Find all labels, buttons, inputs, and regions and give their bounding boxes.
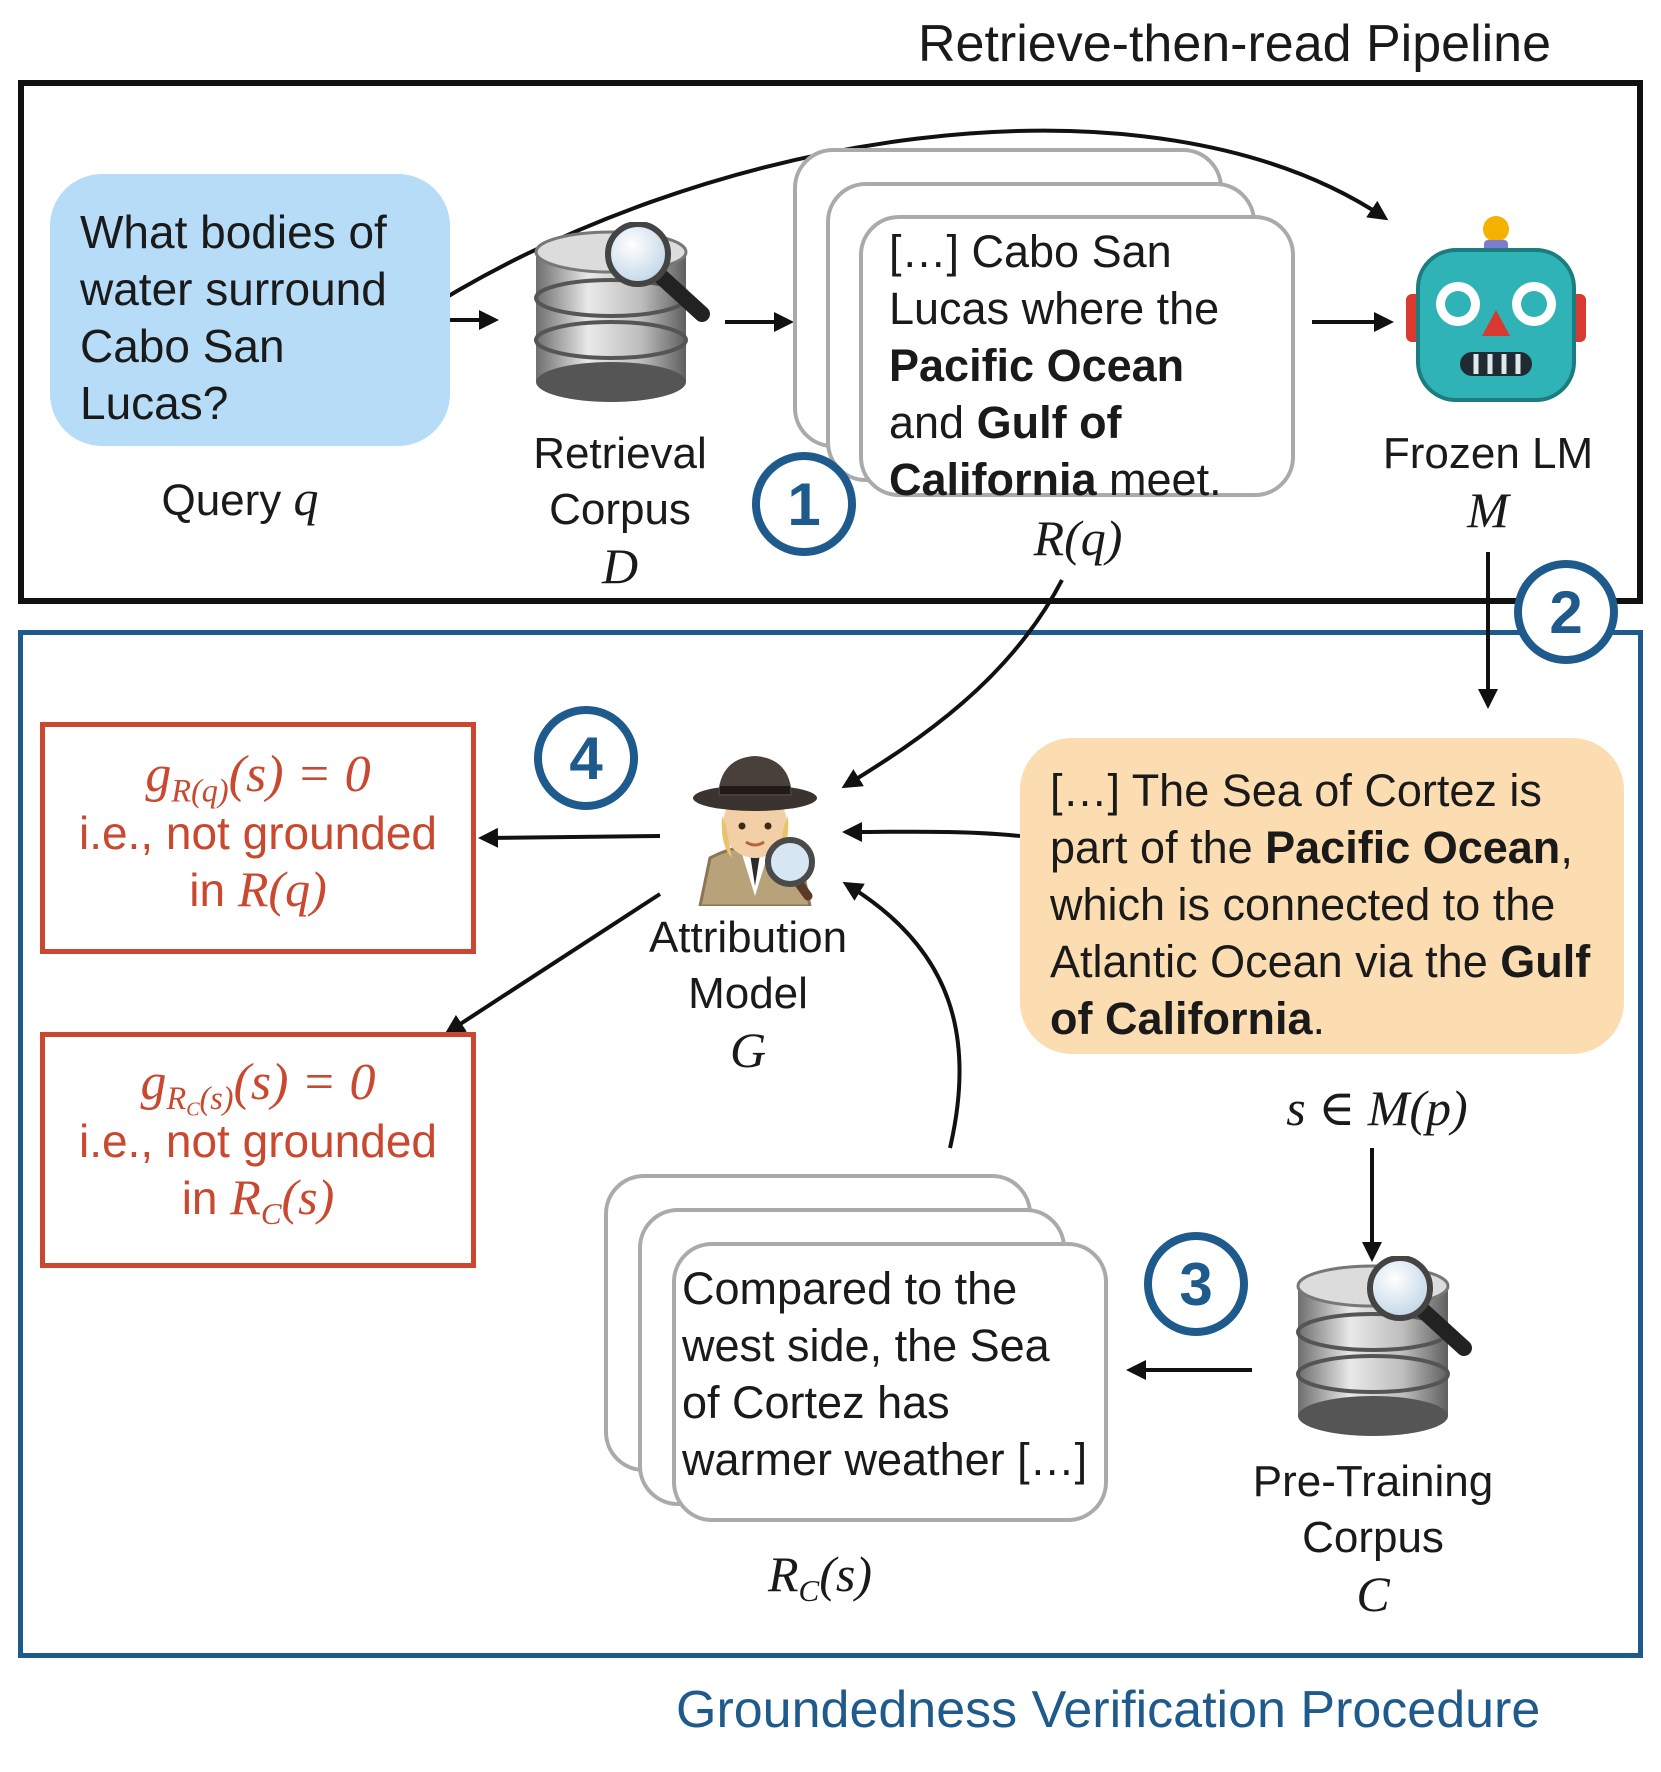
retrieval-corpus-symbol: D: [601, 538, 639, 594]
generated-symbol: s ∈ M(p): [1286, 1080, 1468, 1136]
pretraining-passages-symbol: RC(s): [768, 1546, 872, 1608]
retrieved-passage-card: […] Cabo San Lucas where the Pacific Oce…: [859, 215, 1295, 505]
result-context-pretraining: in RC(s): [181, 1169, 335, 1231]
step-badge-3: 3: [1144, 1232, 1248, 1336]
verification-frame: [18, 630, 1643, 1658]
arrow-attribution-to-result-1: [478, 827, 661, 848]
retrieved-symbol: R(q): [1033, 510, 1123, 566]
query-label-group: Query q: [110, 470, 370, 529]
query-bubble: What bodies of water surround Cabo San L…: [50, 174, 450, 446]
generated-passage-bubble: […] The Sea of Cortez is part of the Pac…: [1020, 738, 1624, 1054]
result-formula-pretraining: gRC(s)(s) = 0: [140, 1054, 376, 1121]
database-search-icon: [534, 222, 710, 402]
database-search-icon: [1296, 1256, 1472, 1436]
result-box-retrieved: gR(q)(s) = 0 i.e., not grounded in R(q): [40, 722, 476, 954]
frozen-lm-symbol: M: [1467, 482, 1509, 538]
arrow-retrieved-to-attribution: [841, 579, 1064, 789]
result-box-pretraining: gRC(s)(s) = 0 i.e., not grounded in RC(s…: [40, 1032, 476, 1268]
pretraining-passage-card: Compared to the west side, the Sea of Co…: [672, 1242, 1108, 1522]
pipeline-frame: [18, 80, 1643, 604]
result-formula-retrieved: gR(q)(s) = 0: [145, 746, 371, 809]
step-badge-1: 1: [752, 452, 856, 556]
arrow-pretraining-passages-to-attribution: [842, 881, 962, 1149]
pipeline-title: Retrieve-then-read Pipeline: [918, 15, 1552, 73]
result-context-retrieved: in R(q): [189, 861, 327, 917]
attribution-model-label: Attribution Model G: [628, 910, 868, 1078]
pretraining-corpus-label: Pre-Training Corpus C: [1228, 1454, 1518, 1622]
step-badge-4: 4: [534, 706, 638, 810]
query-symbol: q: [293, 470, 319, 526]
arrow-attribution-to-result-2: [444, 892, 662, 1035]
step-badge-2: 2: [1514, 560, 1618, 664]
retrieval-corpus-label: Retrieval Corpus D: [500, 426, 740, 594]
arrow-generation-to-attribution: [842, 821, 1021, 842]
pretraining-corpus-symbol: C: [1356, 1566, 1390, 1622]
verification-title: Groundedness Verification Procedure: [676, 1681, 1541, 1739]
query-text: What bodies of water surround Cabo San L…: [80, 206, 387, 429]
result-line-pretraining: i.e., not grounded: [78, 1115, 438, 1167]
result-line-retrieved: i.e., not grounded: [78, 807, 438, 859]
detective-icon: [693, 756, 817, 906]
attribution-model-symbol: G: [729, 1022, 767, 1078]
query-label: Query: [161, 476, 282, 525]
robot-icon: [1406, 216, 1586, 402]
frozen-lm-label: Frozen LM M: [1358, 426, 1618, 538]
